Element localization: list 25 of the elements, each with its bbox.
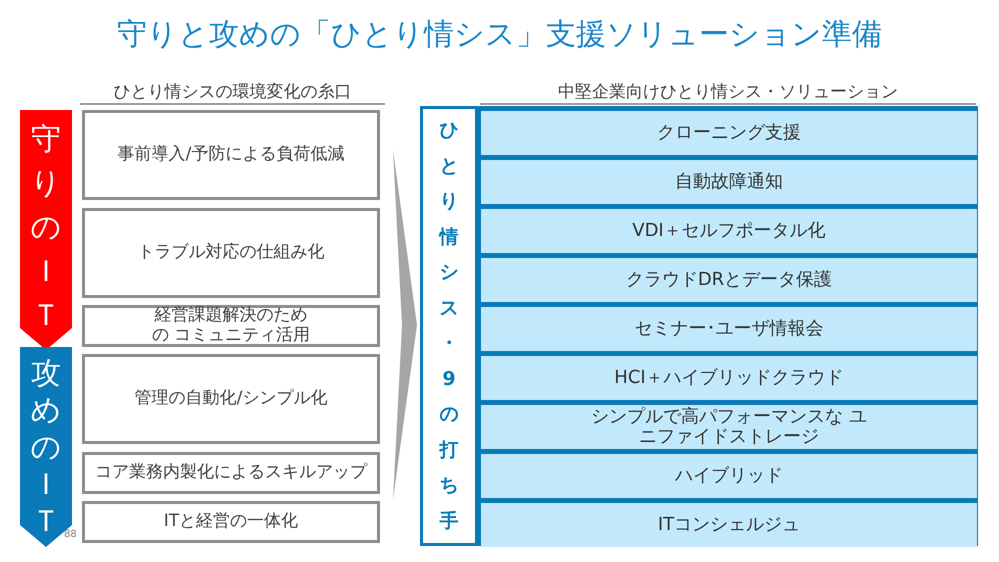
- band-label: 守りのＩＴ: [28, 118, 64, 338]
- solution-row: クラウドDRとデータ保護: [481, 258, 977, 302]
- page-number: 88: [64, 529, 77, 540]
- text-box: コア業務内製化によるスキルアップ: [82, 452, 380, 494]
- text-box: 事前導入/予防による負荷低減: [82, 110, 380, 200]
- solution-row: HCI＋ハイブリッドクラウド: [481, 356, 977, 400]
- solution-row: VDI＋セルフポータル化: [481, 209, 977, 253]
- solution-row: ITコンシェルジュ: [481, 503, 977, 547]
- solution-row: クローニング支援: [481, 111, 977, 155]
- title: 守りと攻めの「ひとり情シス」支援ソリューション準備: [116, 16, 883, 54]
- text-box: トラブル対応の仕組み化: [82, 208, 380, 298]
- column-heading: ひとり情シスの環境変化の糸口: [112, 81, 352, 103]
- solution-row: ハイブリッド: [481, 454, 977, 498]
- text-box: 管理の自動化/シンプル化: [82, 354, 380, 444]
- arrow-band: [20, 110, 72, 350]
- solution-row: セミナー･ユーザ情報会: [481, 307, 977, 351]
- chevron-arrow: [393, 150, 417, 500]
- vertical-heading: ひとり情シス・9の打ち手: [423, 109, 475, 543]
- text-box: 経営課題解決のための コミュニティ活用: [82, 305, 380, 347]
- column-heading: 中堅企業向けひとり情シス・ソリューション: [557, 81, 899, 103]
- solution-row: シンプルで高パフォーマンスな ユニファイドストレージ: [481, 405, 977, 449]
- text-box: ITと経営の一体化: [82, 501, 380, 543]
- solution-row: 自動故障通知: [481, 160, 977, 204]
- solution-frame: [420, 106, 978, 546]
- band-label: 攻めのＩＴ: [28, 355, 64, 540]
